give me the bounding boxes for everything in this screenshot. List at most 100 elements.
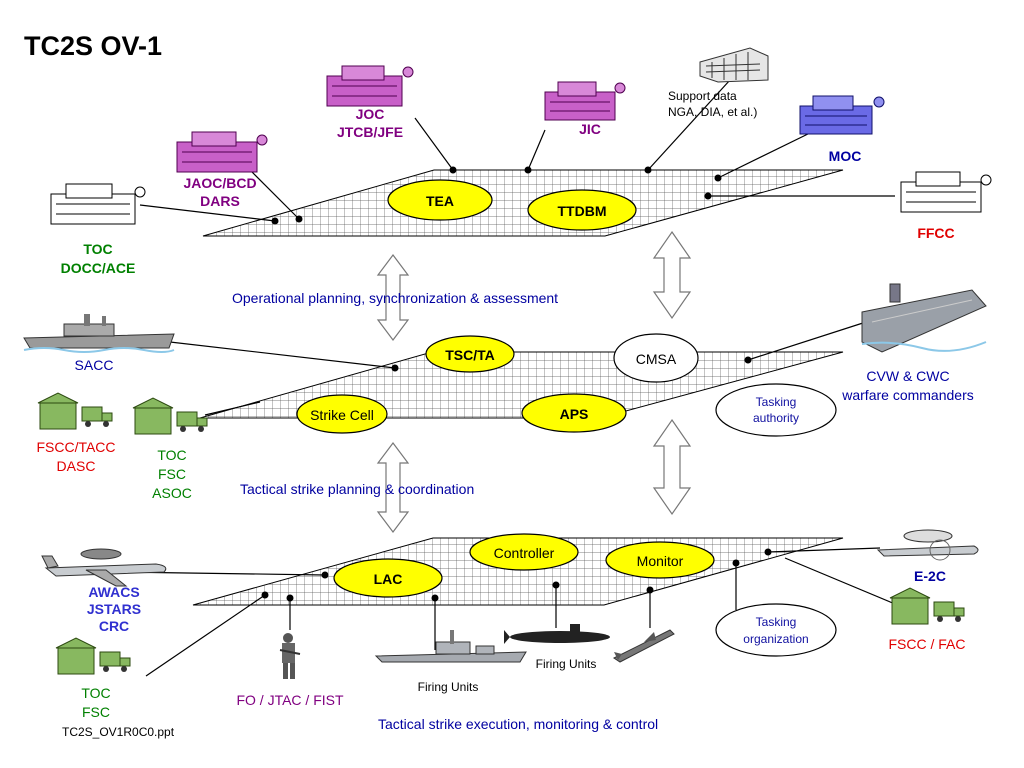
connector-fscc-fac xyxy=(784,557,896,605)
e2c-aircraft-icon xyxy=(876,529,979,561)
svg-text:AWACS: AWACS xyxy=(88,584,139,600)
svg-text:DARS: DARS xyxy=(200,193,240,209)
joc-label: JOC JTCB/JFE xyxy=(337,106,403,140)
connector-dot xyxy=(764,548,772,556)
toc-top-label: TOC DOCC/ACE xyxy=(61,241,136,276)
connector-cvw xyxy=(747,321,867,361)
svg-text:TOC: TOC xyxy=(81,685,110,701)
connector-dot xyxy=(714,174,722,182)
ffcc-label: FFCC xyxy=(917,225,954,241)
tasking-organization-oval[interactable] xyxy=(715,603,837,657)
tasking-organization-label: Tasking organization xyxy=(743,615,808,646)
svg-text:TOC: TOC xyxy=(83,241,112,257)
connector-dot xyxy=(271,217,279,225)
e2c-label: E-2C xyxy=(914,568,946,584)
strike-planning-caption: Tactical strike planning & coordination xyxy=(240,481,474,497)
strike-cell-label: Strike Cell xyxy=(310,407,374,423)
footer-filename: TC2S_OV1R0C0.ppt xyxy=(62,725,175,739)
connector-dot xyxy=(704,192,712,200)
svg-text:ASOC: ASOC xyxy=(152,485,192,501)
fo-label: FO / JTAC / FIST xyxy=(236,692,344,708)
connector-jaoc xyxy=(251,171,300,220)
arrow-left-top xyxy=(376,254,410,341)
svg-text:DOCC/ACE: DOCC/ACE xyxy=(61,260,136,276)
page-title: TC2S OV-1 xyxy=(24,31,162,61)
svg-text:FSCC/TACC: FSCC/TACC xyxy=(36,439,115,455)
lac-oval[interactable] xyxy=(333,558,443,598)
svg-text:TOC: TOC xyxy=(157,447,186,463)
arrow-right-top xyxy=(652,230,692,320)
connector-e2c xyxy=(767,547,881,553)
moc-label: MOC xyxy=(829,148,862,164)
arrow-left-bottom xyxy=(376,442,410,533)
operational-caption: Operational planning, synchronization & … xyxy=(232,290,558,306)
lac-label: LAC xyxy=(374,571,403,587)
fscc-tacc-tent-icon xyxy=(37,392,113,430)
jic-building-icon xyxy=(544,81,626,121)
cvw-label: CVW & CWC warfare commanders xyxy=(841,368,974,403)
toc-bottom-tent-icon xyxy=(55,637,131,675)
connector-dot xyxy=(391,364,399,372)
awacs-label: AWACS JSTARS CRC xyxy=(87,584,141,634)
tsc-ta-oval[interactable] xyxy=(425,335,515,373)
svg-text:JOC: JOC xyxy=(356,106,385,122)
connector-dot xyxy=(732,559,740,567)
svg-text:CRC: CRC xyxy=(99,618,129,634)
connector-dot xyxy=(261,591,269,599)
connector-dot xyxy=(321,571,329,579)
aps-oval[interactable] xyxy=(521,393,627,433)
ttdbm-oval[interactable] xyxy=(527,189,637,231)
submarine-icon xyxy=(504,624,610,644)
monitor-oval[interactable] xyxy=(605,541,715,579)
tea-oval[interactable] xyxy=(387,179,493,221)
connector-joc xyxy=(414,117,454,171)
svg-text:JSTARS: JSTARS xyxy=(87,601,141,617)
support-data-building-icon xyxy=(699,47,769,83)
ttdbm-label: TTDBM xyxy=(558,203,607,219)
joc-building-icon xyxy=(326,65,414,107)
connector-dot xyxy=(644,166,652,174)
svg-text:CVW & CWC: CVW & CWC xyxy=(866,368,949,384)
controller-label: Controller xyxy=(494,545,555,561)
arrow-right-bottom xyxy=(652,418,692,516)
svg-text:FSC: FSC xyxy=(158,466,186,482)
monitor-label: Monitor xyxy=(637,553,684,569)
controller-oval[interactable] xyxy=(469,533,579,571)
connector-dot xyxy=(646,586,654,594)
connector-support xyxy=(647,79,731,171)
ffcc-building-icon xyxy=(900,171,992,213)
support-data-label: Support data NGA, DIA, et al.) xyxy=(668,89,757,119)
connector-dot xyxy=(744,356,752,364)
fscc-fac-tent-icon xyxy=(889,587,965,625)
soldier-icon xyxy=(279,633,301,679)
firing-units-ship-label: Firing Units xyxy=(418,680,479,694)
jaoc-building-icon xyxy=(176,131,268,173)
fscc-tacc-label: FSCC/TACC DASC xyxy=(36,439,115,474)
svg-text:Support data: Support data xyxy=(668,89,737,103)
svg-text:JTCB/JFE: JTCB/JFE xyxy=(337,124,403,140)
connector-dot xyxy=(524,166,532,174)
cmsa-oval[interactable] xyxy=(613,333,699,383)
svg-text:Tasking: Tasking xyxy=(756,395,797,409)
connector-toc-bottom xyxy=(145,594,266,677)
firing-units-sub-label: Firing Units xyxy=(536,657,597,671)
execution-caption: Tactical strike execution, monitoring & … xyxy=(378,716,658,732)
jic-label: JIC xyxy=(579,121,601,137)
destroyer-ship-icon xyxy=(374,630,527,663)
strike-cell-oval[interactable] xyxy=(296,394,388,434)
tea-label: TEA xyxy=(426,193,454,209)
connector-dot xyxy=(295,215,303,223)
svg-text:NGA, DIA, et al.): NGA, DIA, et al.) xyxy=(668,105,757,119)
svg-text:authority: authority xyxy=(753,411,799,425)
fscc-fac-label: FSCC / FAC xyxy=(888,636,965,652)
jaoc-label: JAOC/BCD DARS xyxy=(183,175,256,209)
svg-text:JAOC/BCD: JAOC/BCD xyxy=(183,175,256,191)
operational-plane xyxy=(202,169,844,237)
toc-bottom-label: TOC FSC xyxy=(81,685,110,720)
tasking-authority-oval[interactable] xyxy=(715,383,837,437)
connector-moc xyxy=(717,131,813,179)
toc-mid-label: TOC FSC ASOC xyxy=(152,447,192,501)
svg-text:Tasking: Tasking xyxy=(756,615,797,629)
awacs-aircraft-icon xyxy=(41,548,167,587)
